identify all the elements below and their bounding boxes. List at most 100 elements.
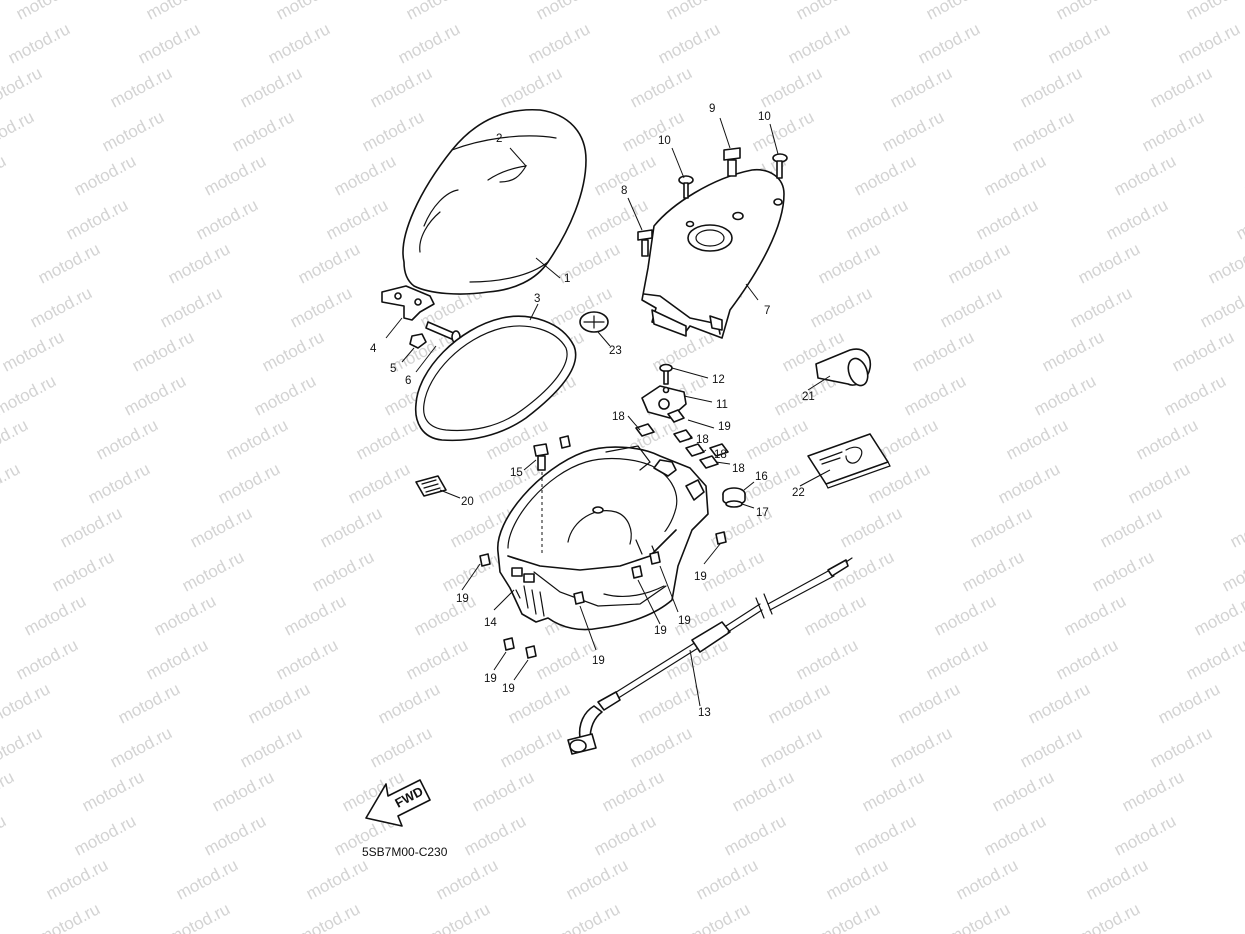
callout-18-a: 18 [612, 411, 625, 423]
watermark-text: motod.ru [143, 635, 211, 683]
cover-plate-part [637, 147, 788, 339]
watermark-text: motod.ru [1039, 327, 1107, 375]
watermark-text: motod.ru [973, 195, 1041, 243]
watermark-text: motod.ru [209, 767, 277, 815]
callout-3: 3 [534, 293, 540, 305]
watermark-text: motod.ru [201, 151, 269, 199]
watermark-text: motod.ru [793, 635, 861, 683]
callout-13: 13 [698, 707, 711, 719]
callout-1: 1 [564, 273, 570, 285]
watermark-text: motod.ru [35, 899, 103, 934]
callout-12: 12 [712, 374, 725, 386]
watermark-text: motod.ru [801, 591, 869, 639]
watermark-text: motod.ru [13, 0, 81, 24]
watermark-text: motod.ru [1089, 547, 1157, 595]
watermark-text: motod.ru [237, 63, 305, 111]
watermark-text: motod.ru [265, 19, 333, 67]
watermark-text: motod.ru [721, 811, 789, 859]
watermark-text: motod.ru [63, 195, 131, 243]
watermark-text: motod.ru [1053, 635, 1121, 683]
watermark-text: motod.ru [71, 811, 139, 859]
watermark-text: motod.ru [765, 679, 833, 727]
watermark-text: motod.ru [121, 371, 189, 419]
callout-11: 11 [716, 399, 728, 411]
watermark-text: motod.ru [179, 547, 247, 595]
callout-19-a: 19 [718, 421, 731, 433]
watermark-text: motod.ru [937, 283, 1005, 331]
callout-2: 2 [496, 133, 502, 145]
watermark-text: motod.ru [1061, 591, 1129, 639]
watermark-text: motod.ru [223, 415, 291, 463]
callout-20: 20 [461, 496, 474, 508]
watermark-text: motod.ru [533, 0, 601, 24]
watermark-text: motod.ru [1075, 239, 1143, 287]
watermark-text: motod.ru [303, 855, 371, 903]
watermark-text: motod.ru [0, 459, 23, 507]
watermark-text: motod.ru [1053, 0, 1121, 24]
callout-19-c: 19 [694, 571, 707, 583]
watermark-text: motod.ru [1125, 459, 1193, 507]
watermark-text: motod.ru [0, 107, 37, 155]
watermark-text: motod.ru [1197, 283, 1245, 331]
watermark-text: motod.ru [619, 107, 687, 155]
callout-19-e: 19 [654, 625, 667, 637]
watermark-text: motod.ru [173, 855, 241, 903]
watermark-text: motod.ru [1227, 503, 1245, 551]
watermark-text: motod.ru [345, 459, 413, 507]
callout-18-c: 18 [714, 449, 727, 461]
callout-22: 22 [792, 487, 805, 499]
watermark-text: motod.ru [1155, 679, 1223, 727]
callout-5: 5 [390, 363, 396, 375]
watermark-text: motod.ru [201, 811, 269, 859]
watermark-text: motod.ru [0, 327, 67, 375]
watermark-text: motod.ru [953, 855, 1021, 903]
watermark-text: motod.ru [57, 503, 125, 551]
watermark-text: motod.ru [193, 195, 261, 243]
watermark-text: motod.ru [815, 899, 883, 934]
storage-box-part [497, 445, 709, 631]
watermark-text: motod.ru [525, 19, 593, 67]
watermark-text: motod.ru [259, 327, 327, 375]
watermark-text: motod.ru [395, 19, 463, 67]
watermark-text: motod.ru [71, 151, 139, 199]
watermark-text: motod.ru [887, 63, 955, 111]
watermark-text: motod.ru [887, 723, 955, 771]
watermark-text: motod.ru [151, 591, 219, 639]
screw-10-left [678, 175, 694, 199]
watermark-text: motod.ru [807, 283, 875, 331]
watermark-text: motod.ru [699, 547, 767, 595]
seal-ring-part [414, 315, 577, 442]
watermark-text: motod.ru [1233, 195, 1245, 243]
watermark-text: motod.ru [627, 63, 695, 111]
watermark-text: motod.ru [859, 767, 927, 815]
watermark-text: motod.ru [0, 195, 1, 243]
bolt-8 [637, 229, 653, 257]
watermark-text: motod.ru [1205, 239, 1245, 287]
watermark-text: motod.ru [273, 635, 341, 683]
watermark-text: motod.ru [27, 283, 95, 331]
watermark-text: motod.ru [693, 855, 761, 903]
watermark-text: motod.ru [563, 855, 631, 903]
watermark-text: motod.ru [0, 63, 45, 111]
callout-15: 15 [510, 467, 523, 479]
watermark-text: motod.ru [1075, 899, 1143, 934]
bolt-9 [723, 147, 741, 177]
watermark-text: motod.ru [1183, 0, 1245, 24]
callout-17: 17 [756, 507, 769, 519]
cable-13-part [567, 557, 853, 755]
watermark-text: motod.ru [439, 547, 507, 595]
manual-booklet-part [807, 433, 891, 489]
watermark-text: motod.ru [165, 899, 233, 934]
watermark-text: motod.ru [157, 283, 225, 331]
watermark-text: motod.ru [295, 899, 363, 934]
watermark-text: motod.ru [425, 899, 493, 934]
watermark-text: motod.ru [505, 679, 573, 727]
watermark-text: motod.ru [295, 239, 363, 287]
watermark-text: motod.ru [1133, 415, 1201, 463]
watermark-text: motod.ru [1147, 63, 1215, 111]
clips-18 [559, 409, 729, 469]
watermark-text: motod.ru [93, 415, 161, 463]
watermark-text: motod.ru [635, 679, 703, 727]
watermark-text: motod.ru [0, 723, 45, 771]
